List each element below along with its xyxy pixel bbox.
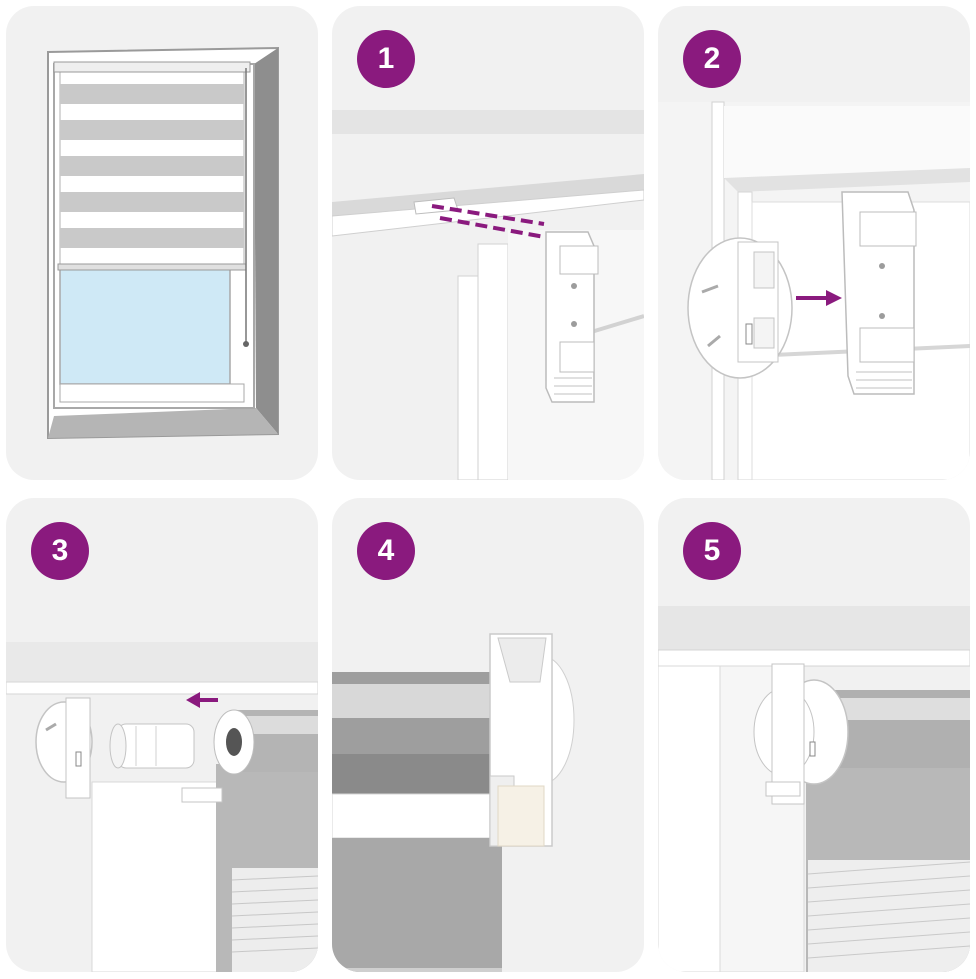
window-blind-illustration <box>47 46 279 440</box>
mounting-bracket <box>841 191 917 395</box>
blind-fabric <box>57 67 247 271</box>
arrow-right-icon <box>796 290 842 306</box>
mounting-bracket <box>489 633 553 847</box>
roller-tube-insert-illustration <box>6 642 318 972</box>
installed-blind-illustration <box>658 606 970 972</box>
panel-step-5: 5 <box>658 498 970 972</box>
step-badge: 1 <box>357 30 415 88</box>
panel-step-4: 4 <box>332 498 644 972</box>
step-badge: 5 <box>683 522 741 580</box>
end-cap-attach-illustration <box>658 101 970 480</box>
panel-overview <box>6 6 318 480</box>
end-cap <box>687 237 793 379</box>
arrow-left-icon <box>186 692 218 708</box>
bracket-mounting-illustration <box>332 110 644 480</box>
panel-step-3: 3 <box>6 498 318 972</box>
panel-step-2: 2 <box>658 6 970 480</box>
step-badge: 2 <box>683 30 741 88</box>
end-cap <box>753 663 849 805</box>
tube-plug <box>109 723 195 769</box>
panel-step-1: 1 <box>332 6 644 480</box>
bracket-clip-closeup-illustration <box>332 633 575 972</box>
step-badge: 4 <box>357 522 415 580</box>
mounting-bracket <box>545 231 599 403</box>
step-badge: 3 <box>31 522 89 580</box>
